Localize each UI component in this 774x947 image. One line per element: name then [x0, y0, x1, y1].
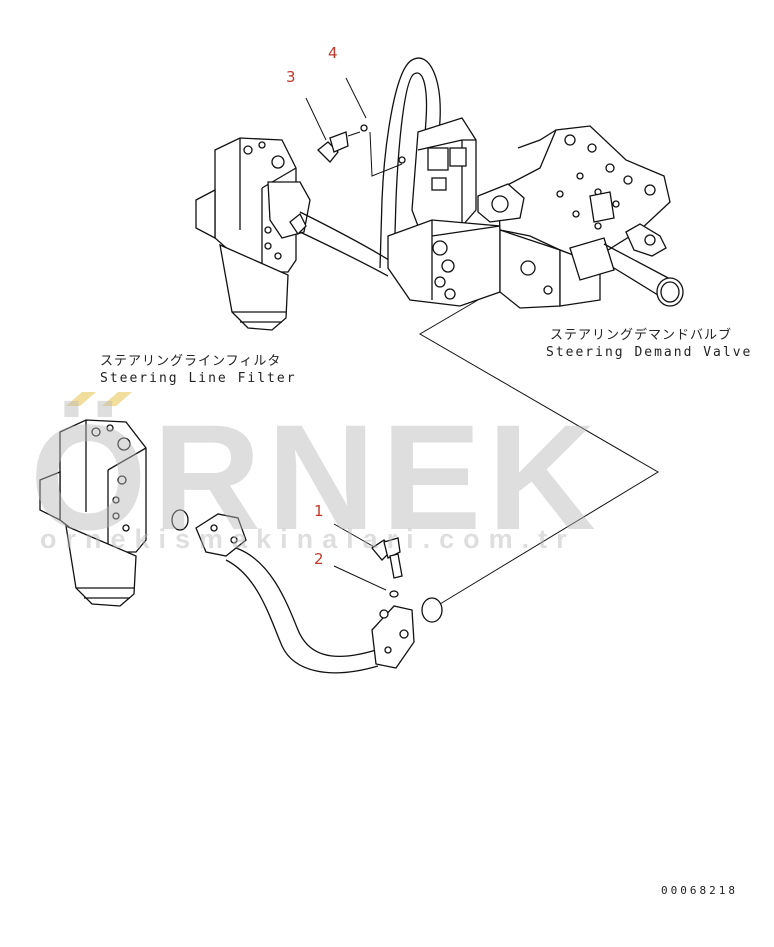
lower-pipe — [195, 513, 443, 674]
steering-demand-valve — [477, 125, 671, 309]
document-number: 00068218 — [661, 884, 738, 897]
lower-steering-line-filter — [39, 419, 189, 607]
upper-steering-line-filter — [195, 137, 311, 331]
connector-leader — [419, 299, 659, 605]
label-filter-en: Steering Line Filter — [100, 371, 297, 386]
callout-1: 1 — [314, 502, 324, 520]
leader-item-4 — [345, 77, 406, 177]
right-output-pipe — [569, 237, 684, 307]
watermark-url: ornekismakinalari.com.tr — [40, 524, 576, 554]
callout-3: 3 — [286, 68, 296, 86]
valve-block — [387, 117, 501, 307]
watermark-accent — [66, 392, 132, 406]
fitting-items-1-2 — [333, 523, 403, 598]
label-valve-en: Steering Demand Valve — [546, 345, 753, 360]
fitting-item-3 — [305, 97, 368, 163]
label-valve-jp: ステアリングデマンドバルブ — [550, 328, 733, 343]
upper-pipe — [299, 57, 441, 277]
label-filter-jp: ステアリングラインフィルタ — [100, 354, 282, 369]
callout-2: 2 — [314, 550, 324, 568]
watermark-brand: ÖRNEK — [30, 393, 602, 561]
callout-4: 4 — [328, 44, 338, 62]
